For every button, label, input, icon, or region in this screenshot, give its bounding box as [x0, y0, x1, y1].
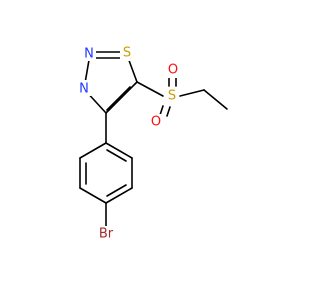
atom-n-ring: N	[77, 80, 91, 97]
bond-c5-to-sulfonyl-s	[136, 81, 164, 97]
atom-s-sulfonyl: S	[165, 88, 179, 104]
atom-label-o-bottom: O	[151, 115, 161, 130]
bond-s-o-bottom-1	[159, 105, 164, 116]
bond-phenyl-6	[79, 142, 107, 159]
bond-ch2-to-ch3	[203, 89, 228, 110]
bond-sulfonyl-s-to-ch2	[179, 89, 205, 97]
atom-s-ring: S	[120, 45, 134, 61]
bond-phenyl-double-top	[106, 149, 127, 162]
atom-o-top: O	[166, 62, 180, 78]
bond-c5-c4-double-inner	[106, 86, 131, 111]
bond-phenyl-double-bottom	[106, 184, 127, 197]
atom-label-s-ring: S	[123, 46, 131, 61]
atom-label-s-sulfonyl: S	[168, 89, 176, 104]
atom-label-br: Br	[99, 227, 114, 242]
atom-o-bottom: O	[149, 114, 163, 130]
bond-phenyl-3	[105, 187, 133, 204]
bond-s-o-bottom-2	[166, 106, 171, 117]
bond-phenyl-4	[79, 187, 107, 204]
bond-c5-c4-double-outer	[105, 81, 138, 114]
atom-label-n-top: N	[84, 47, 94, 62]
atom-n-top: N	[82, 45, 96, 62]
atom-br: Br	[96, 226, 116, 242]
molecule-structure: S N N S O O Br	[77, 45, 228, 242]
atom-label-n-ring: N	[79, 82, 89, 97]
bond-phenyl-1	[105, 142, 133, 159]
molecule-canvas: S N N S O O Br	[77, 45, 228, 242]
atom-label-o-top: O	[168, 63, 178, 78]
